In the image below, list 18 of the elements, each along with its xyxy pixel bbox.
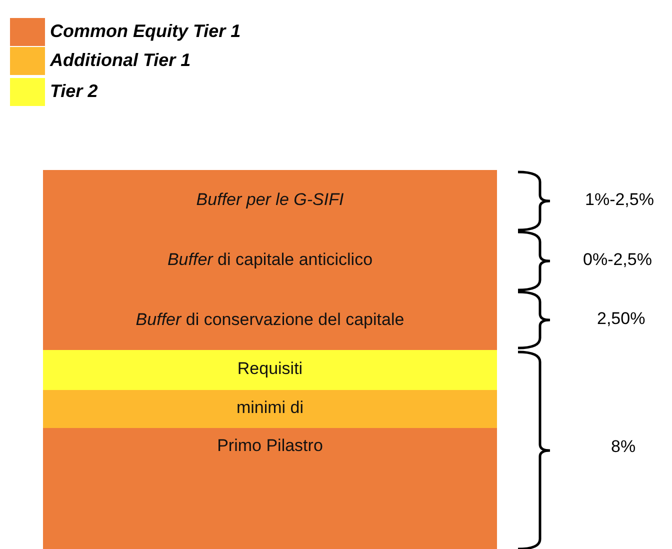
band-label: Primo Pilastro — [217, 436, 323, 457]
legend-label: Common Equity Tier 1 — [50, 21, 241, 42]
capital-band — [43, 170, 497, 230]
band-label: Buffer per le G-SIFI — [196, 190, 344, 211]
band-label: Buffer di conservazione del capitale — [136, 310, 404, 331]
legend-label: Tier 2 — [50, 81, 98, 102]
band-label: Requisiti — [237, 359, 303, 380]
percentage-label: 2,50% — [597, 309, 646, 329]
capital-band — [43, 390, 497, 428]
legend-label: Additional Tier 1 — [50, 50, 191, 71]
percentage-label: 0%-2,5% — [583, 250, 652, 270]
percentage-label: 1%-2,5% — [585, 190, 654, 210]
capital-band — [43, 428, 497, 549]
percentage-label: 8% — [611, 437, 636, 457]
band-label: minimi di — [236, 398, 304, 419]
capital-band — [43, 350, 497, 390]
capital-band — [43, 290, 497, 350]
band-label: Buffer di capitale anticiclico — [167, 250, 373, 271]
